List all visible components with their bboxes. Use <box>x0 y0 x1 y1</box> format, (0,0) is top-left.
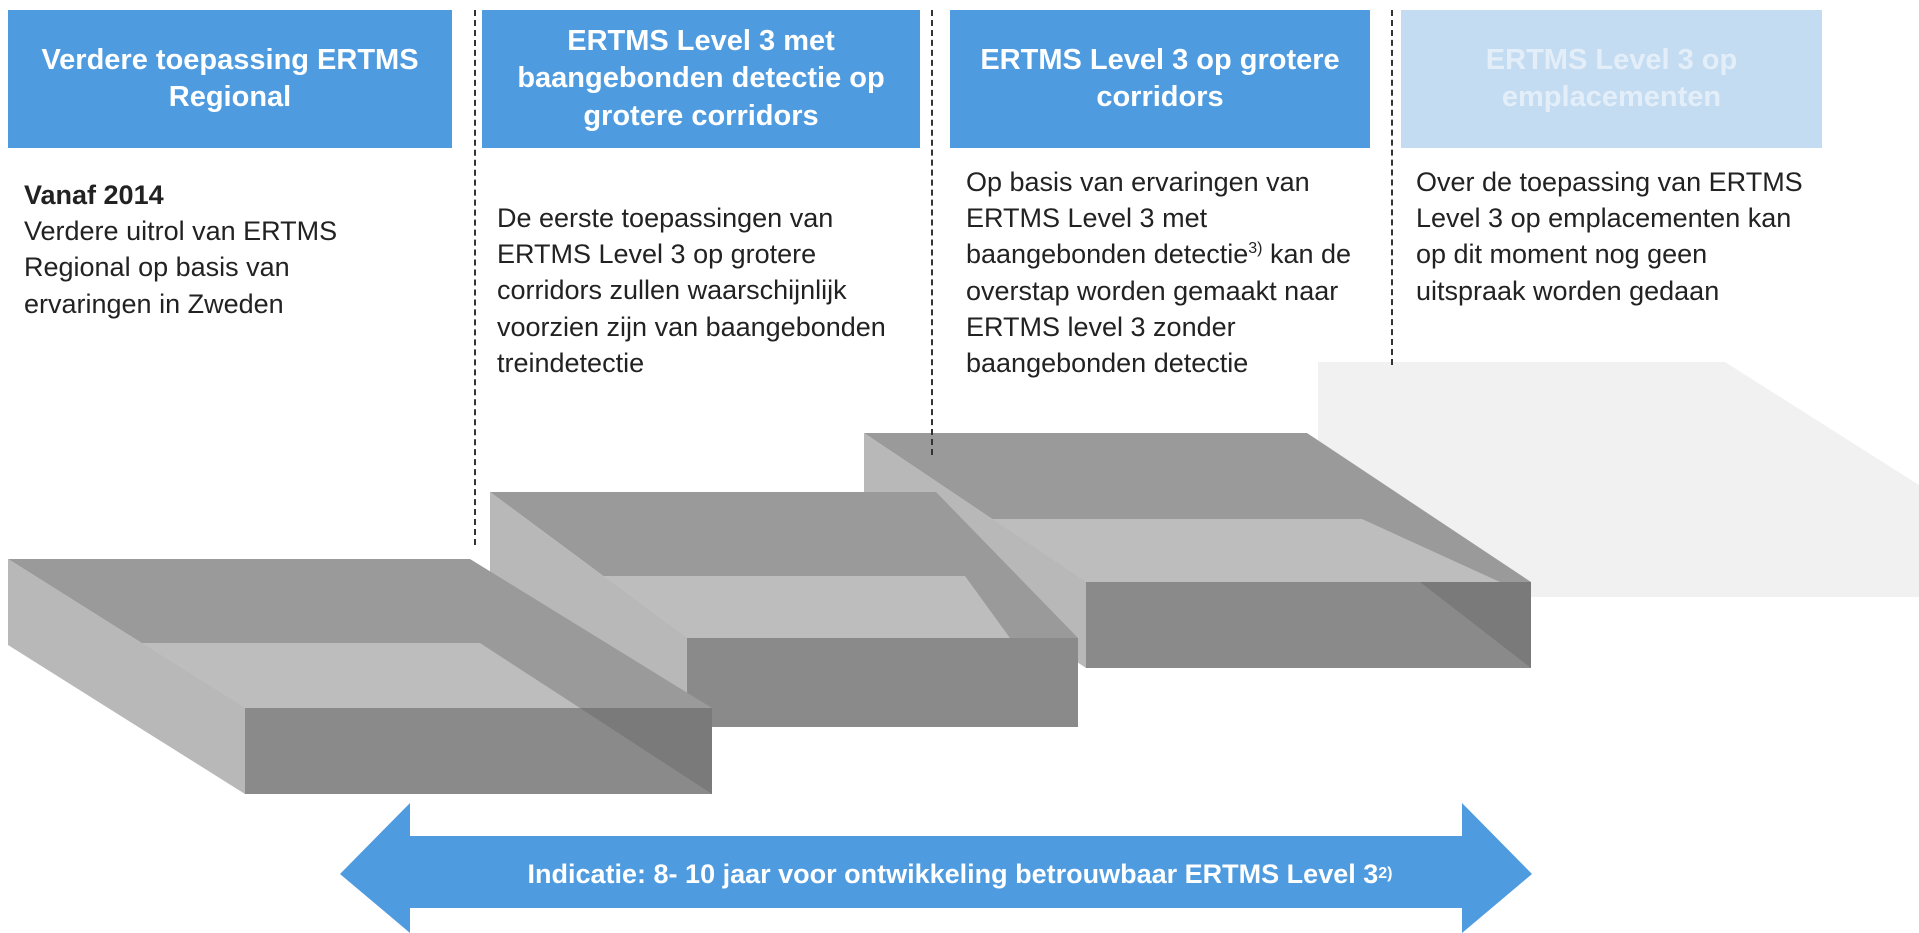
arrow-label: Indicatie: 8- 10 jaar voor ontwikkeling … <box>527 858 1393 889</box>
separator-1 <box>474 10 476 545</box>
phase-4-text: Over de toepassing van ERTMS Level 3 op … <box>1416 164 1816 309</box>
arrow-label-text: Indicatie: 8- 10 jaar voor ontwikkeling … <box>527 858 1379 889</box>
step-block-2 <box>490 492 1078 727</box>
phase-3-body-before: Op basis van ervaringen van ERTMS Level … <box>966 167 1310 270</box>
phase-2-header: ERTMS Level 3 met baangebonden detectie … <box>482 10 920 148</box>
timeline-arrow <box>340 803 1532 933</box>
phase-3-footnote: 3) <box>1248 240 1263 258</box>
phase-4-header: ERTMS Level 3 op emplacementen <box>1401 10 1822 148</box>
separator-3 <box>1391 10 1393 365</box>
phase-4-body: Over de toepassing van ERTMS Level 3 op … <box>1416 167 1803 306</box>
phase-2-text: De eerste toepassingen van ERTMS Level 3… <box>497 200 907 381</box>
phase-3-text: Op basis van ervaringen van ERTMS Level … <box>966 164 1376 381</box>
step-block-1 <box>8 559 712 794</box>
phase-1-text: Vanaf 2014 Verdere uitrol van ERTMS Regi… <box>24 177 424 322</box>
phase-1-body: Verdere uitrol van ERTMS Regional op bas… <box>24 216 338 319</box>
separator-2 <box>931 10 933 455</box>
phase-2-body: De eerste toepassingen van ERTMS Level 3… <box>497 203 886 378</box>
phase-1-subheading: Vanaf 2014 <box>24 180 164 210</box>
phase-3-header: ERTMS Level 3 op grotere corridors <box>950 10 1370 148</box>
step-block-4 <box>1318 362 1919 597</box>
phase-1-header: Verdere toepassing ERTMS Regional <box>8 10 452 148</box>
phase-3-body-after: kan de overstap worden gemaakt naar ERTM… <box>966 239 1352 378</box>
